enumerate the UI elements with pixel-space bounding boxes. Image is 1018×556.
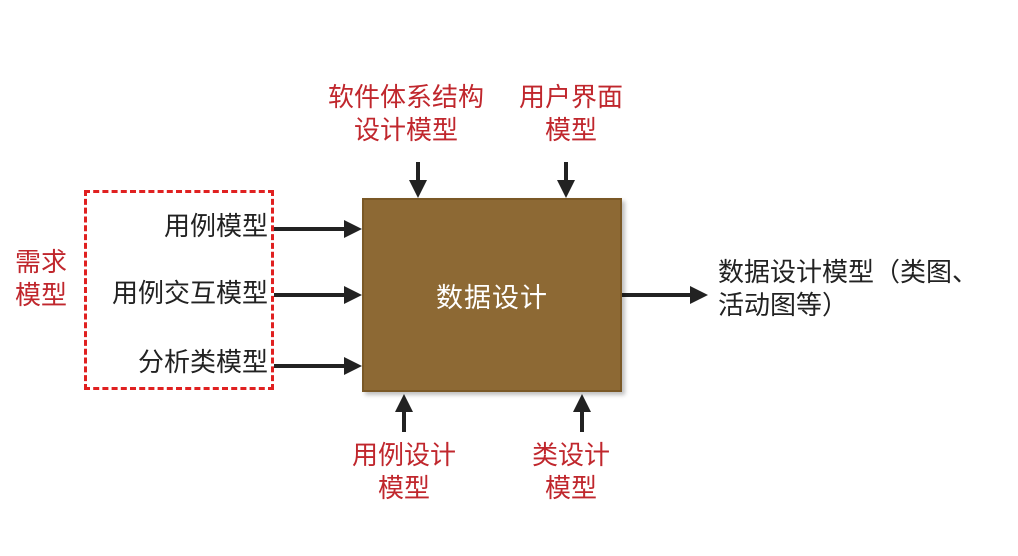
bottom-input-line: 模型 bbox=[377, 474, 430, 504]
bottom-arrow-class-design bbox=[573, 394, 591, 432]
input-use-case-interaction-model: 用例交互模型 bbox=[111, 279, 268, 309]
output-arrow bbox=[622, 286, 708, 304]
input-use-case-model: 用例模型 bbox=[163, 212, 268, 242]
bottom-input-use-case-design-model: 用例设计 模型 bbox=[336, 440, 472, 506]
bottom-input-line: 用例设计 bbox=[351, 441, 456, 471]
bottom-arrow-use-case-design bbox=[395, 394, 413, 432]
top-arrow-architecture bbox=[409, 162, 427, 198]
output-line: 数据设计模型（类图、 bbox=[718, 258, 979, 288]
output-data-design-model: 数据设计模型（类图、 活动图等） bbox=[718, 257, 1014, 323]
top-input-line: 用户界面 bbox=[518, 83, 623, 113]
input-analysis-class-model: 分析类模型 bbox=[137, 348, 268, 378]
left-arrow-use-case bbox=[274, 220, 362, 238]
bottom-input-class-design-model: 类设计 模型 bbox=[516, 440, 626, 506]
top-input-ui-model: 用户界面 模型 bbox=[506, 82, 636, 148]
bottom-input-line: 类设计 bbox=[531, 441, 610, 471]
top-input-line: 设计模型 bbox=[353, 116, 458, 146]
requirements-group-label: 需求 模型 bbox=[8, 247, 74, 313]
left-arrow-analysis-class bbox=[274, 357, 362, 375]
top-input-architecture-model: 软件体系结构 设计模型 bbox=[306, 82, 506, 148]
process-box: 数据设计 bbox=[362, 198, 622, 392]
requirements-label-line: 模型 bbox=[14, 281, 67, 311]
top-input-line: 模型 bbox=[544, 116, 597, 146]
requirements-group-box bbox=[84, 190, 274, 390]
bottom-input-line: 模型 bbox=[544, 474, 597, 504]
top-arrow-ui bbox=[557, 162, 575, 198]
requirements-label-line: 需求 bbox=[14, 248, 67, 278]
left-arrow-use-case-interaction bbox=[274, 286, 362, 304]
process-label: 数据设计 bbox=[436, 282, 548, 314]
top-input-line: 软件体系结构 bbox=[327, 83, 484, 113]
output-line: 活动图等） bbox=[718, 291, 849, 321]
